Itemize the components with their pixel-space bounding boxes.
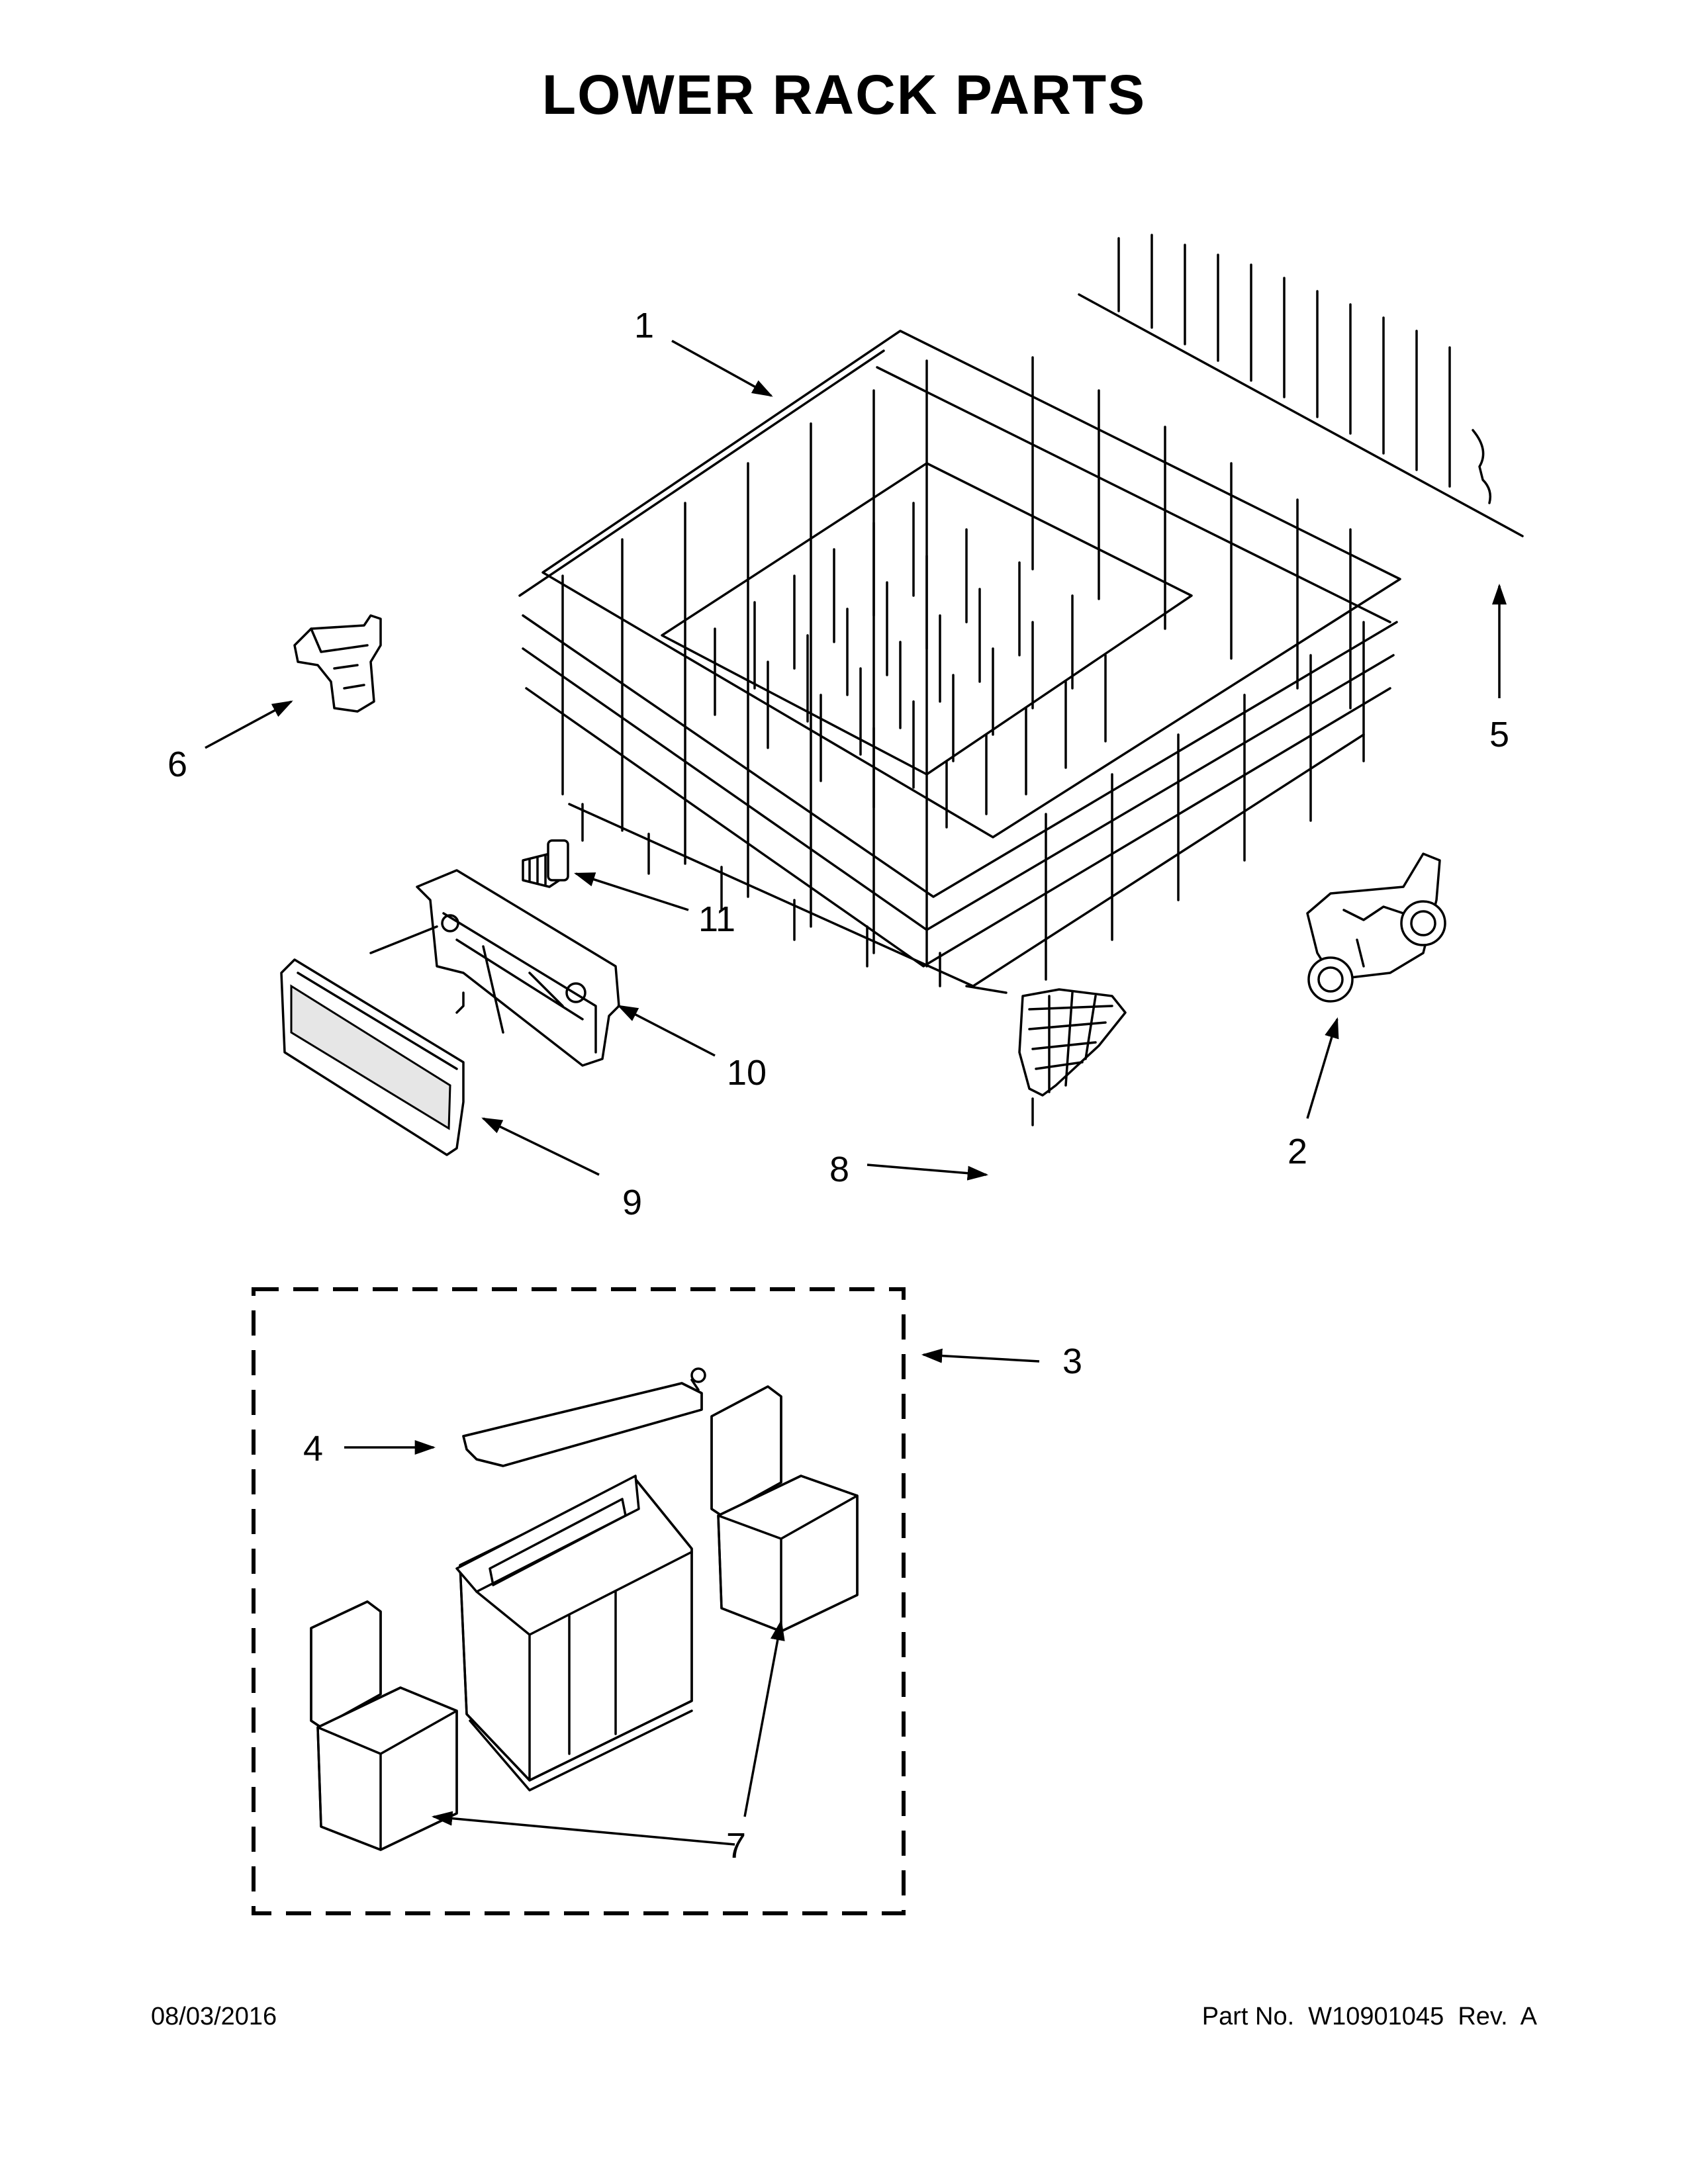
callout-11: 11 (698, 899, 736, 939)
screw-part (522, 839, 569, 888)
page-title: LOWER RACK PARTS (541, 64, 1147, 126)
rack-clip-part (293, 614, 382, 713)
tine-insert-part (1018, 988, 1127, 1126)
footer-date: 08/03/2016 (151, 2003, 277, 2030)
silverware-basket-part (455, 1475, 693, 1792)
small-basket-right-part (710, 1385, 859, 1633)
basket-cover-part (462, 1367, 706, 1467)
callout-2: 2 (1288, 1132, 1308, 1171)
callout-5: 5 (1489, 715, 1510, 754)
leader-lines (205, 340, 1507, 1846)
handle-frame-part (369, 869, 620, 1067)
wheel-assembly-part (1306, 852, 1446, 1003)
small-basket-left-part (310, 1600, 458, 1851)
callout-7: 7 (726, 1826, 747, 1866)
callout-4: 4 (303, 1429, 324, 1469)
callout-10: 10 (727, 1053, 767, 1093)
callout-3: 3 (1062, 1342, 1083, 1381)
lower-rack-part (518, 330, 1401, 994)
footer-part-number: Part No. W10901045 Rev. A (1201, 2003, 1537, 2030)
callout-9: 9 (622, 1183, 643, 1222)
handle-front-part (280, 958, 465, 1156)
tub-rail-part (1078, 234, 1524, 537)
callout-1: 1 (634, 306, 655, 345)
callout-8: 8 (829, 1150, 850, 1189)
silverware-basket-group-box (252, 1287, 906, 1915)
callout-6: 6 (167, 745, 188, 784)
